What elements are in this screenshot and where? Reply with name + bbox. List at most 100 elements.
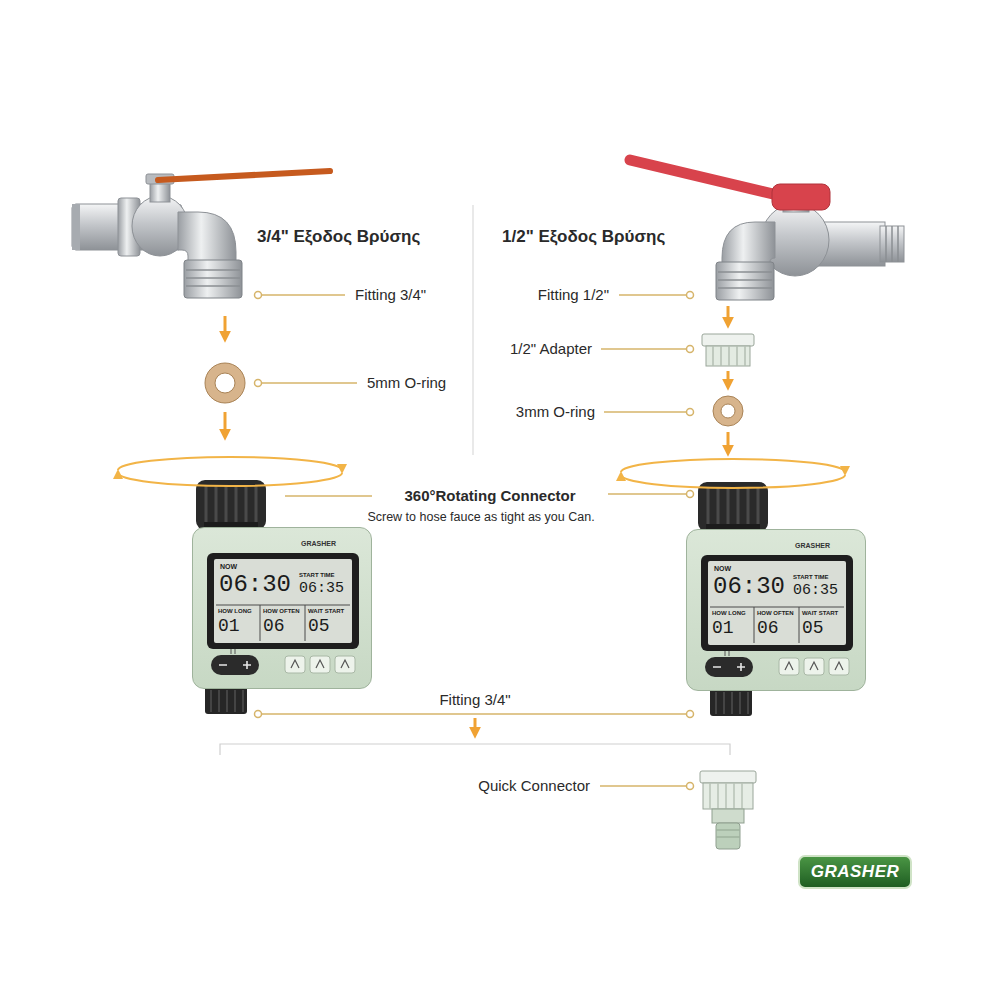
divider-line xyxy=(472,205,474,455)
rotation-arrow xyxy=(118,457,342,470)
display-caption: NOW xyxy=(714,565,731,572)
leader-line xyxy=(262,295,686,786)
o-ring xyxy=(717,400,739,422)
timer-controls xyxy=(804,658,824,675)
rotation-arrow xyxy=(118,457,845,472)
display-value: 06 xyxy=(757,619,779,637)
part-label: Fitting 3/4" xyxy=(437,691,512,708)
timer-controls xyxy=(829,658,849,675)
outlet-fitting xyxy=(716,692,748,714)
timer-controls xyxy=(725,651,729,656)
timer-controls xyxy=(211,655,259,675)
rotation-arrow-front xyxy=(621,475,845,488)
display-value: 05 xyxy=(308,617,330,635)
brand-logo: GRASHER xyxy=(798,855,913,889)
timer-controls xyxy=(710,607,844,643)
timer-controls xyxy=(785,662,793,670)
display-caption: HOW OFTEN xyxy=(263,608,300,614)
display-time: 06:35 xyxy=(299,581,344,596)
timer-controls xyxy=(835,662,843,670)
part-label: Quick Connector xyxy=(476,777,592,794)
leader-line xyxy=(601,348,686,350)
faucet-right xyxy=(630,160,904,300)
flow-arrow xyxy=(727,432,730,452)
leader-line xyxy=(608,493,686,495)
faucet-right xyxy=(716,262,774,300)
display-caption: START TIME xyxy=(793,574,829,580)
outlet-fitting xyxy=(211,690,243,712)
flow-arrow xyxy=(224,412,227,436)
flow-arrow xyxy=(474,718,477,734)
display-caption: HOW LONG xyxy=(712,610,746,616)
part-label: 1/2" Adapter xyxy=(508,340,594,357)
leader-dot xyxy=(687,783,694,790)
timer-controls xyxy=(291,660,299,668)
leader-dot xyxy=(255,292,694,790)
display-value: 01 xyxy=(712,619,734,637)
faucet-right xyxy=(718,272,772,288)
part-label: 5mm O-ring xyxy=(365,374,448,391)
timer-controls xyxy=(341,660,349,668)
leader-line xyxy=(604,411,686,413)
part-label: 360°Rotating Connector xyxy=(402,487,577,504)
timer-controls xyxy=(810,662,818,670)
part-label: Fitting 1/2" xyxy=(536,286,611,303)
adapter-part xyxy=(706,346,750,366)
leader-line xyxy=(262,294,345,296)
rotation-arrow-front xyxy=(118,473,845,488)
part-label: 3mm O-ring xyxy=(514,403,597,420)
timer-controls xyxy=(231,649,235,654)
leader-line xyxy=(600,785,686,787)
display-value: 01 xyxy=(218,617,240,635)
display-caption: WAIT START xyxy=(308,608,344,614)
faucet-left xyxy=(72,204,80,250)
leader-dot xyxy=(687,491,694,498)
display-caption: HOW LONG xyxy=(218,608,252,614)
section-heading: 1/2" Εξοδος Βρύσης xyxy=(500,227,667,247)
o-ring xyxy=(210,368,240,398)
leader-dot xyxy=(687,409,694,416)
timer-controls xyxy=(285,656,305,673)
faucet-right xyxy=(630,160,790,198)
timer-controls xyxy=(335,656,355,673)
flow-arrow xyxy=(727,306,730,324)
o-ring xyxy=(205,363,743,426)
timer-controls xyxy=(705,657,753,677)
display-value: 05 xyxy=(802,619,824,637)
quick-connector xyxy=(700,771,756,849)
faucet-left xyxy=(186,270,240,286)
faucet-left xyxy=(158,171,330,180)
timer-controls xyxy=(216,605,350,641)
display-caption: WAIT START xyxy=(802,610,838,616)
faucet-right xyxy=(772,184,830,210)
quick-connector xyxy=(712,809,744,823)
leader-dot xyxy=(687,292,694,299)
quick-connector xyxy=(716,823,740,849)
flow-arrow xyxy=(727,371,730,386)
section-heading: 3/4" Εξοδος Βρύσης xyxy=(255,227,422,247)
instruction-note: Screw to hose fauce as tight as you Can. xyxy=(365,510,596,524)
faucet-left xyxy=(178,212,236,262)
water-timer: GRASHERNOW06:30START TIME06:35HOW LONG01… xyxy=(686,529,866,691)
quick-connector xyxy=(700,771,756,783)
adapter-part xyxy=(702,334,754,366)
leader-dot xyxy=(255,711,262,718)
quick-connector xyxy=(710,783,742,809)
leader-line xyxy=(262,713,686,715)
faucet-left xyxy=(184,260,242,298)
flow-arrow xyxy=(224,316,227,338)
leader-line xyxy=(619,294,686,296)
rotation-arrow-front xyxy=(118,473,342,486)
flow-arrow xyxy=(225,306,728,734)
adapter-part xyxy=(713,346,745,366)
faucet-right xyxy=(880,226,904,262)
leader-line xyxy=(285,495,372,497)
display-caption: START TIME xyxy=(299,572,335,578)
quick-connector xyxy=(703,783,753,809)
leader-dot xyxy=(255,380,262,387)
display-caption: NOW xyxy=(220,563,237,570)
group-bracket xyxy=(220,744,730,755)
faucet-right xyxy=(722,222,775,266)
faucet-right xyxy=(886,226,898,262)
leader-line xyxy=(262,382,357,384)
